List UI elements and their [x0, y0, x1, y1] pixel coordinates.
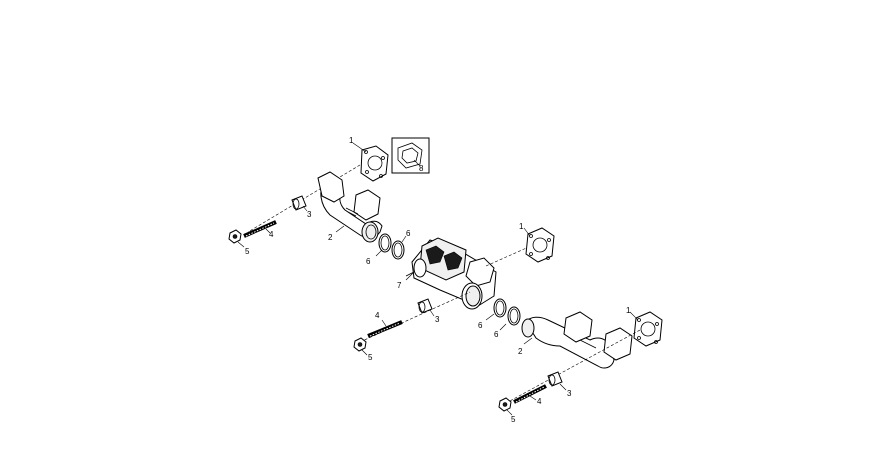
- gasket-mid: 1: [519, 222, 555, 263]
- seals-right: 6 6: [478, 298, 521, 339]
- callout-3-left: 3: [307, 210, 312, 219]
- gasket-top-left: 1: [349, 136, 389, 182]
- callout-6-b: 6: [406, 229, 411, 238]
- callout-4-left: 4: [269, 230, 274, 239]
- callout-4-right: 4: [537, 397, 542, 406]
- callout-6-a: 6: [366, 257, 371, 266]
- nut-right: 5: [498, 397, 516, 424]
- callout-5-left: 5: [245, 247, 250, 256]
- nut-left: 5: [228, 229, 250, 256]
- manifold-center: 7: [397, 237, 497, 310]
- callout-1-top-left: 1: [349, 136, 354, 145]
- stud-mid: 4: [367, 311, 403, 338]
- callout-2-right: 2: [518, 347, 523, 356]
- sleeve-right: 3: [547, 371, 572, 398]
- callout-7: 7: [397, 281, 402, 290]
- callout-3-right: 3: [567, 389, 572, 398]
- callout-8: 8: [419, 164, 424, 173]
- callout-5-right: 5: [511, 415, 516, 424]
- pipe-left: 2: [317, 171, 383, 243]
- seals-left: 6 6: [366, 229, 411, 266]
- stud-left: 4: [243, 220, 277, 239]
- sleeve-mid: 3: [417, 298, 440, 324]
- callout-2-left: 2: [328, 233, 333, 242]
- callout-1-right: 1: [626, 306, 631, 315]
- nut-mid: 5: [353, 337, 373, 362]
- pipe-right: 2: [518, 311, 633, 369]
- sleeve-left: 3: [291, 195, 312, 219]
- callout-1-mid: 1: [519, 222, 524, 231]
- callout-6-d: 6: [494, 330, 499, 339]
- callout-6-c: 6: [478, 321, 483, 330]
- callout-4-mid: 4: [375, 311, 380, 320]
- stud-right: 4: [513, 384, 547, 406]
- gasket-inset-box: 8: [391, 137, 430, 174]
- callout-5-mid: 5: [368, 353, 373, 362]
- gasket-right: 1: [626, 306, 663, 347]
- callout-3-mid: 3: [435, 315, 440, 324]
